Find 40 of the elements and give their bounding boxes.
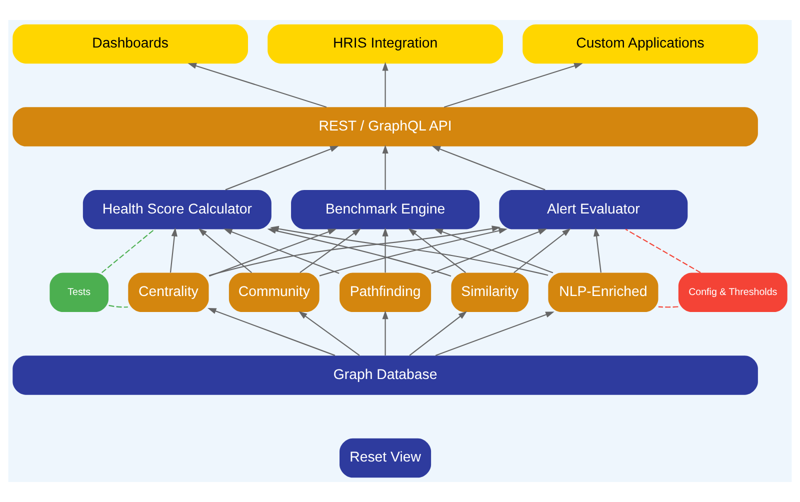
arrow xyxy=(188,62,327,108)
arrow xyxy=(408,228,466,274)
node-box: REST / GraphQL API xyxy=(12,107,758,146)
node-box: Custom Applications xyxy=(522,24,758,64)
node-box: Similarity xyxy=(451,272,529,312)
arrow xyxy=(298,311,360,356)
connector xyxy=(102,228,155,274)
arrow xyxy=(382,310,388,356)
arrow xyxy=(382,62,388,107)
arrow xyxy=(382,228,388,273)
arrow xyxy=(208,308,336,356)
node-box: Graph Database xyxy=(12,356,758,395)
node-box: Health Score Calculator xyxy=(82,190,272,230)
node-box: HRIS Integration xyxy=(268,24,503,64)
arrow xyxy=(319,228,508,276)
node-box: Benchmark Engine xyxy=(291,190,480,230)
connector xyxy=(108,304,128,308)
arrow xyxy=(382,144,388,190)
label: Reset View xyxy=(350,450,421,466)
node-box: Community xyxy=(228,272,320,312)
node-box: NLP-Enriched xyxy=(548,272,658,312)
arrow xyxy=(170,228,178,273)
arrow xyxy=(270,226,548,276)
arrow xyxy=(198,228,252,274)
node-box: Centrality xyxy=(128,272,209,312)
node-box: Config & Thresholds xyxy=(678,272,788,312)
arrow xyxy=(444,62,583,108)
arrow xyxy=(514,228,571,274)
arrow xyxy=(435,312,554,356)
arrow xyxy=(594,228,602,273)
node-box: Pathfinding xyxy=(340,272,432,312)
arrow xyxy=(409,311,468,356)
node-box: Alert Evaluator xyxy=(499,190,688,230)
arrow xyxy=(432,146,546,190)
node-box: Dashboards xyxy=(12,24,248,64)
connector xyxy=(625,228,701,274)
arrow xyxy=(300,228,361,274)
connector xyxy=(658,306,678,308)
node-box: Tests xyxy=(50,272,109,312)
arrow xyxy=(225,146,339,190)
